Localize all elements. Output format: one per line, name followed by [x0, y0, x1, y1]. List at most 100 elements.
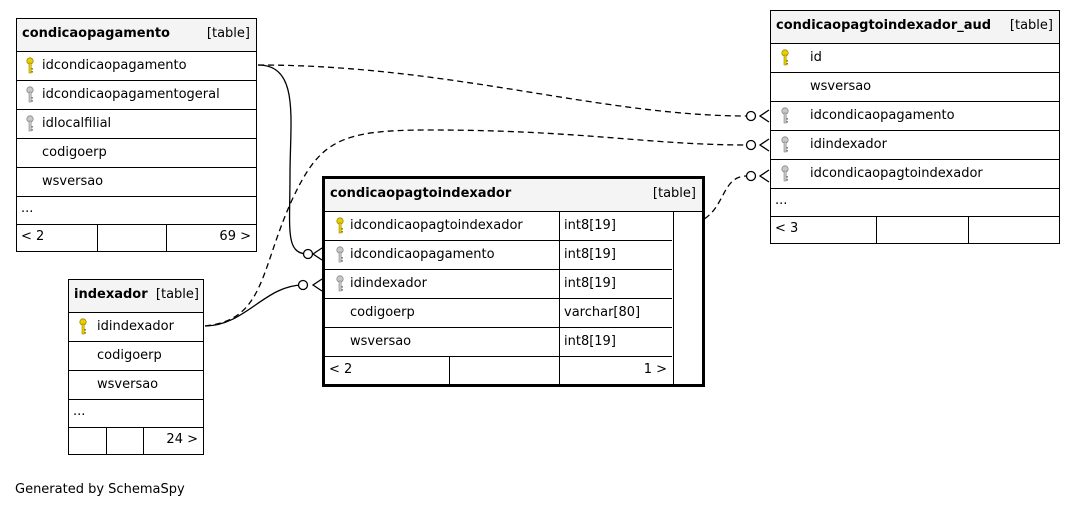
column-row[interactable]: idindexador int8[19]	[325, 270, 672, 299]
table-type: [table]	[652, 186, 696, 201]
table-name: condicaopagtoindexador_aud	[776, 18, 992, 33]
table-footer: < 3	[771, 217, 1059, 243]
table-type: [table]	[206, 26, 250, 41]
table-name: condicaopagamento	[22, 26, 170, 41]
table-footer: < 2 1 >	[325, 357, 672, 385]
column-name: codigoerp	[42, 145, 107, 160]
relationship-line-condicaopagamento-to-condicaopagtoindexador	[257, 64, 309, 255]
table-condicaopagtoindexador[interactable]: condicaopagtoindexador [table] idcondica…	[322, 176, 705, 387]
column-name: idcondicaopagtoindexador	[350, 218, 523, 233]
column-row[interactable]: idindexador	[69, 313, 203, 342]
column-name: idcondicaopagamentogeral	[42, 87, 220, 102]
column-name: wsversao	[810, 79, 872, 94]
column-type: int8[19]	[564, 247, 616, 262]
table-header: condicaopagtoindexador_aud [table]	[771, 11, 1059, 44]
column-name: idindexador	[97, 319, 174, 334]
column-type: int8[19]	[564, 334, 616, 349]
column-row[interactable]: idcondicaopagtoindexador	[771, 160, 1059, 189]
column-name: wsversao	[42, 174, 104, 189]
column-name: idlocalfilial	[42, 116, 112, 131]
foreign-key-icon	[781, 136, 789, 153]
column-name: idcondicaopagamento	[42, 58, 187, 73]
more-columns-row: ...	[69, 400, 203, 428]
primary-key-icon	[781, 49, 789, 66]
crowfoot	[758, 169, 770, 183]
child-count: 1 >	[643, 362, 667, 377]
column-row[interactable]: idcondicaopagamento	[17, 52, 256, 81]
column-row[interactable]: codigoerp varchar[80]	[325, 299, 672, 328]
table-type: [table]	[155, 287, 199, 302]
table-header: indexador [table]	[69, 280, 203, 313]
table-indexador[interactable]: indexador [table] idindexador codigoerp …	[68, 279, 204, 455]
primary-key-icon	[336, 217, 344, 234]
parent-count: < 2	[21, 229, 45, 244]
primary-key-icon	[26, 57, 34, 74]
crowfoot	[311, 247, 323, 261]
column-type: int8[19]	[564, 218, 616, 233]
crowfoot	[758, 109, 770, 123]
optional-marker	[745, 170, 757, 182]
column-name: idindexador	[810, 137, 887, 152]
table-condicaopagamento[interactable]: condicaopagamento [table] idcondicaopaga…	[16, 18, 257, 252]
primary-key-icon	[79, 318, 87, 335]
parent-count: < 3	[775, 221, 799, 236]
column-name: wsversao	[97, 377, 159, 392]
more-indicator: ...	[21, 201, 34, 216]
foreign-key-icon	[336, 246, 344, 263]
relationship-line-indexador-to-aud	[204, 129, 748, 327]
column-row[interactable]: codigoerp	[17, 139, 256, 168]
relationship-line-condicaopagamento-to-aud	[257, 64, 748, 117]
column-row[interactable]: wsversao int8[19]	[325, 328, 672, 357]
column-row[interactable]: idcondicaopagamento	[771, 102, 1059, 131]
more-indicator: ...	[73, 404, 86, 419]
foreign-key-icon	[781, 165, 789, 182]
foreign-key-icon	[781, 107, 789, 124]
column-name: codigoerp	[350, 305, 415, 320]
column-row[interactable]: idcondicaopagamento int8[19]	[325, 241, 672, 270]
grid-divider	[673, 212, 674, 384]
crowfoot	[311, 278, 323, 292]
table-header: condicaopagtoindexador [table]	[325, 179, 702, 212]
column-row[interactable]: wsversao	[771, 73, 1059, 102]
column-name: wsversao	[350, 334, 412, 349]
column-row[interactable]: wsversao	[17, 168, 256, 197]
optional-marker	[297, 279, 309, 291]
foreign-key-icon	[26, 86, 34, 103]
column-name: idcondicaopagtoindexador	[810, 166, 983, 181]
table-header: condicaopagamento [table]	[17, 19, 256, 52]
crowfoot	[758, 138, 770, 152]
child-count: 24 >	[166, 432, 198, 447]
relationship-line-indexador-to-condicaopagtoindexador	[204, 284, 304, 327]
generated-by-credit: Generated by SchemaSpy	[15, 482, 185, 497]
table-footer: < 2 69 >	[17, 225, 256, 251]
table-name: indexador	[74, 287, 148, 302]
more-indicator: ...	[775, 193, 788, 208]
column-row[interactable]: idindexador	[771, 131, 1059, 160]
parent-count: < 2	[329, 362, 353, 377]
foreign-key-icon	[26, 115, 34, 132]
table-footer: 24 >	[69, 428, 203, 454]
table-name: condicaopagtoindexador	[330, 186, 512, 201]
column-name: codigoerp	[97, 348, 162, 363]
foreign-key-icon	[336, 275, 344, 292]
optional-marker	[302, 248, 314, 260]
column-row[interactable]: wsversao	[69, 371, 203, 400]
column-row[interactable]: id	[771, 44, 1059, 73]
column-row[interactable]: codigoerp	[69, 342, 203, 371]
optional-marker	[745, 139, 757, 151]
column-name: idindexador	[350, 276, 427, 291]
column-row[interactable]: idcondicaopagtoindexador int8[19]	[325, 212, 672, 241]
column-row[interactable]: idcondicaopagamentogeral	[17, 81, 256, 110]
column-name: idcondicaopagamento	[350, 247, 495, 262]
more-columns-row: ...	[17, 197, 256, 225]
table-type: [table]	[1009, 18, 1053, 33]
optional-marker	[745, 110, 757, 122]
more-columns-row: ...	[771, 189, 1059, 217]
column-name: id	[810, 50, 822, 65]
column-row[interactable]: idlocalfilial	[17, 110, 256, 139]
column-type: varchar[80]	[564, 305, 641, 320]
column-name: idcondicaopagamento	[810, 108, 955, 123]
table-condicaopagtoindexador-aud[interactable]: condicaopagtoindexador_aud [table] id ws…	[770, 10, 1060, 244]
column-type: int8[19]	[564, 276, 616, 291]
child-count: 69 >	[219, 229, 251, 244]
